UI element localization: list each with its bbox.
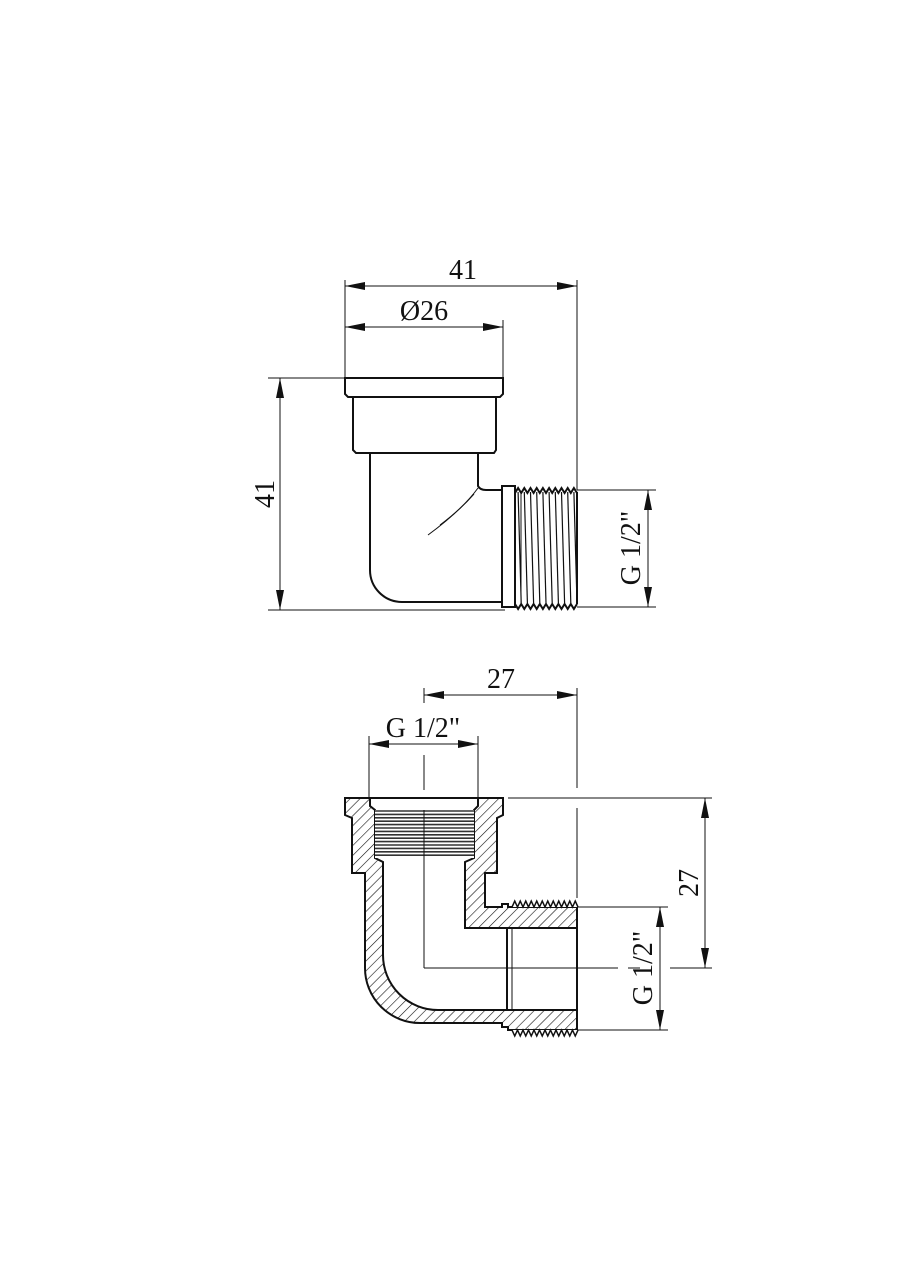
male-thread — [514, 486, 578, 611]
dimension-inlet-thread-label: G 1/2" — [386, 713, 460, 744]
dimension-width-label: 41 — [449, 255, 477, 286]
dimension-height-label: 41 — [250, 480, 281, 508]
dimension-diameter-label: Ø26 — [400, 296, 448, 327]
section-wall — [344, 797, 578, 1031]
dimension-offset-vertical-label: 27 — [674, 869, 705, 897]
dimension-offset-horizontal-label: 27 — [487, 664, 515, 695]
male-thread-section — [511, 899, 579, 1038]
dimension-outlet-thread-label: G 1/2" — [628, 931, 659, 1005]
dimension-thread-label: G 1/2" — [616, 511, 647, 585]
elbow-section-view: 27 G 1/2" 27 G 1/2" — [344, 664, 712, 1038]
elbow-exterior-view: 41 Ø26 41 G 1/2" — [250, 255, 656, 611]
